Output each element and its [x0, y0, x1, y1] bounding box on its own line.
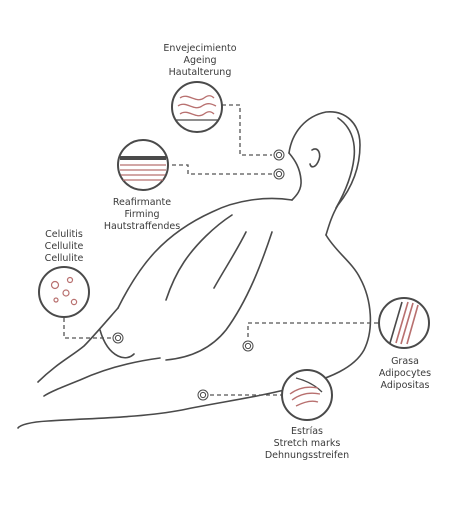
label-stretch-marks: Estrías Stretch marks Dehnungsstreifen — [265, 426, 349, 462]
waist-line — [165, 231, 273, 361]
head-outline — [288, 111, 361, 236]
fat-tissue-icon — [378, 297, 430, 349]
label-cellulite-es: Celulitis — [45, 229, 83, 240]
connector-firming — [172, 164, 272, 175]
label-stretch-marks-es: Estrías — [290, 426, 323, 437]
label-fat-es: Grasa — [391, 356, 419, 367]
target-firming-icon — [273, 168, 285, 180]
label-ageing-en: Ageing — [183, 55, 217, 66]
wrinkle-lines-icon — [171, 81, 223, 133]
target-markers — [112, 149, 285, 401]
label-ageing-es: Envejecimiento — [163, 43, 237, 54]
label-ageing-de: Hautalterung — [168, 67, 232, 78]
shoulder-outline — [117, 197, 293, 309]
connector-lines — [63, 104, 378, 396]
label-stretch-marks-en: Stretch marks — [273, 438, 341, 449]
skin-layers-icon — [117, 139, 169, 191]
cellulite-dots-icon — [38, 266, 90, 318]
hair-back — [335, 117, 356, 209]
face-outline — [288, 152, 302, 201]
label-fat: Grasa Adipocytes Adipositas — [379, 356, 431, 392]
target-stretch-marks-icon — [197, 389, 209, 401]
connector-cellulite — [63, 318, 112, 339]
connector-fat — [247, 322, 378, 340]
label-stretch-marks-de: Dehnungsstreifen — [264, 450, 350, 461]
target-cellulite-icon — [112, 332, 124, 344]
label-fat-en: Adipocytes — [378, 368, 432, 379]
label-cellulite-de: Cellulite — [44, 253, 84, 264]
connector-ageing — [222, 104, 272, 156]
arm-outline — [165, 214, 233, 301]
torso-outline — [37, 307, 119, 383]
label-firming: Reafirmante Firming Hautstraffendes — [104, 197, 180, 233]
thigh-line — [99, 329, 135, 359]
label-firming-es: Reafirmante — [112, 197, 172, 208]
label-firming-de: Hautstraffendes — [103, 221, 181, 232]
label-cellulite: Celulitis Cellulite Cellulite — [45, 229, 84, 265]
leg-outline — [43, 357, 161, 397]
target-ageing-icon — [273, 149, 285, 161]
label-fat-de: Adipositas — [380, 380, 430, 391]
stretch-mark-icon — [281, 369, 333, 421]
target-fat-icon — [242, 340, 254, 352]
label-cellulite-en: Cellulite — [44, 241, 84, 252]
arm-inner — [213, 231, 247, 289]
label-firming-en: Firming — [124, 209, 160, 220]
ear-outline — [309, 148, 321, 168]
label-ageing: Envejecimiento Ageing Hautalterung — [163, 43, 236, 79]
